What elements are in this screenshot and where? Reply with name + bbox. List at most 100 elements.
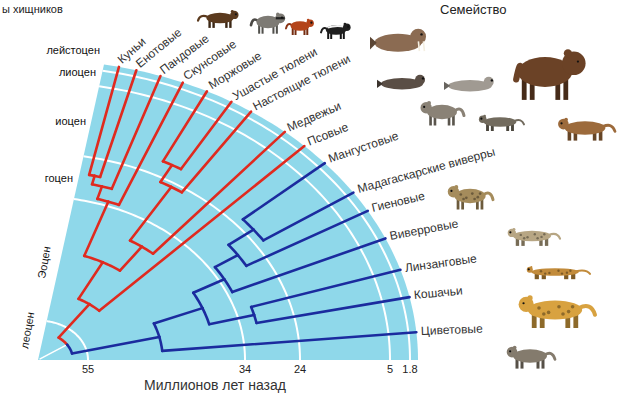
tree-branch (193, 279, 224, 292)
tree-branch (120, 247, 142, 271)
tree-branch (100, 70, 136, 177)
animal-body (513, 231, 551, 242)
family-label: Виверровые (389, 217, 460, 243)
tree-branch (160, 165, 172, 182)
animal-spot (557, 270, 559, 272)
axis-tick: 55 (82, 363, 94, 376)
tree-branch (108, 202, 119, 205)
epoch-label: Эоцен (35, 245, 53, 279)
tree-branch (89, 67, 119, 175)
tree-branch (153, 132, 285, 254)
tree-branch (142, 247, 153, 254)
tree-branch (257, 297, 410, 323)
tree-branch (84, 256, 103, 262)
tree-branch (84, 202, 108, 256)
animal-spot (548, 272, 550, 274)
animal-eye (528, 268, 530, 270)
tree-branch (182, 112, 251, 193)
tree-branch (99, 146, 304, 311)
animal-eye (522, 302, 524, 304)
tree-branch (202, 308, 209, 324)
animal-eye (420, 33, 422, 35)
animal-body (513, 349, 547, 362)
animal-eye (491, 79, 493, 81)
animal-spot (459, 193, 462, 196)
animal-spot (543, 233, 545, 235)
epoch-label: иоцен (55, 115, 86, 128)
tree-branch (92, 184, 102, 186)
animal-body (484, 117, 517, 127)
tree-branch (40, 345, 67, 359)
animal-picture (558, 118, 615, 141)
animal-ear (454, 185, 458, 189)
animal-picture (198, 10, 239, 28)
tree-branch (263, 193, 353, 241)
animal-eye (480, 118, 482, 120)
tree-branch (193, 293, 202, 308)
family-label: Гиеновые (371, 190, 427, 216)
family-label: Циветовые (421, 323, 483, 339)
animal-spot (465, 196, 468, 199)
tree-branch (159, 337, 162, 351)
epoch-label: лиоцен (59, 66, 96, 79)
family-heading: Семейство (440, 3, 507, 18)
tree-branch (102, 186, 112, 188)
animal-spot (537, 306, 541, 310)
animal-body (531, 268, 579, 276)
animal-picture (516, 49, 585, 100)
animal-picture (507, 346, 555, 369)
tree-branch (59, 338, 68, 345)
animal-ear (530, 266, 532, 268)
animal-spot (471, 192, 474, 195)
animal-flipper (377, 80, 383, 88)
animal-ear (231, 10, 234, 13)
animal-spot (544, 272, 546, 274)
animal-eye (281, 17, 283, 19)
family-label: Кошачьи (414, 285, 464, 303)
animal-ear (307, 19, 310, 22)
animal-picture (251, 12, 285, 33)
epoch-label: гоцен (45, 172, 73, 185)
animal-spot (540, 270, 542, 272)
axis-tick: 5 (387, 363, 393, 376)
tree-branch (130, 187, 171, 241)
tree-branch (160, 182, 171, 187)
animal-head (527, 267, 533, 273)
animal-spot (473, 198, 476, 201)
epoch-arc (103, 71, 410, 360)
animal-spot (561, 272, 563, 274)
animal-spot (462, 198, 465, 201)
animal-ear (512, 228, 515, 231)
epoch-label: леоцен (19, 311, 38, 350)
axis-tick: 1.8 (402, 363, 417, 376)
animal-head (275, 13, 285, 23)
animal-ear (344, 23, 347, 26)
animal-eye (423, 106, 425, 108)
animal-picture (370, 29, 426, 52)
tree-branch (215, 267, 224, 279)
animal-stripe (328, 26, 345, 28)
animal-ear (564, 118, 568, 122)
tree-branch (78, 299, 89, 304)
animal-spot (540, 236, 542, 238)
animal-spot (479, 192, 482, 195)
animal-picture (321, 23, 351, 39)
tree-branch (171, 187, 182, 192)
tree-branch (154, 323, 159, 336)
animal-head (508, 229, 516, 237)
animal-ear (483, 115, 486, 118)
animal-eye (509, 231, 511, 233)
tree-branch (103, 262, 120, 270)
epoch-arc (74, 199, 245, 360)
epoch-label: лейстоцен (46, 44, 100, 57)
tree-branch (232, 238, 385, 292)
tree-branch (224, 279, 232, 292)
animal-body (206, 13, 233, 24)
animal-spot (561, 312, 565, 316)
animal-eye (577, 60, 579, 62)
family-label: Линзанговые (404, 252, 478, 275)
animal-ear (564, 49, 572, 57)
tree-branch (154, 308, 203, 323)
animal-picture (286, 19, 314, 35)
